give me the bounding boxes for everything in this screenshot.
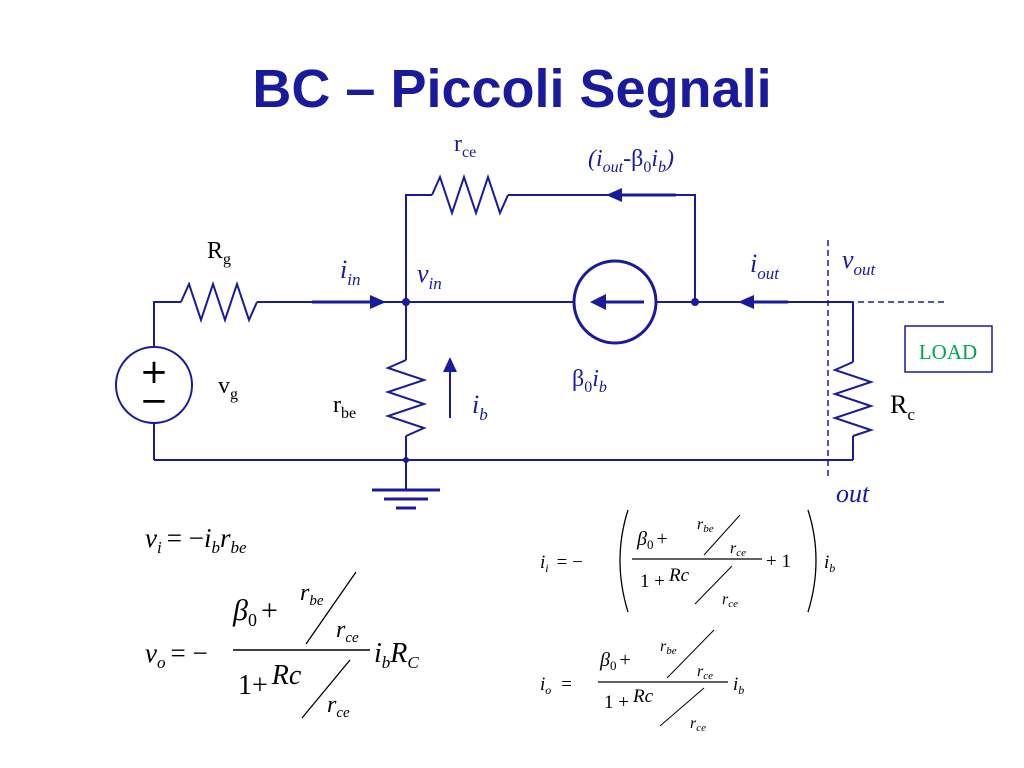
page-title: BC – Piccoli Segnali (252, 59, 772, 119)
svg-text:rbe: rbe (300, 580, 324, 609)
label-iin: iin (340, 255, 360, 289)
svg-text:+: + (140, 352, 169, 392)
label-rc: Rc (890, 390, 915, 424)
voltage-source-icon: + − (115, 346, 193, 424)
resistor-rg (180, 280, 258, 324)
svg-text:ib: ib (824, 552, 835, 575)
arrow-iout-minus-icon (606, 188, 676, 202)
label-vg: vg (218, 373, 238, 403)
svg-text:rce: rce (690, 715, 706, 734)
label-vout: vout (842, 245, 877, 279)
label-ib: ib (472, 390, 488, 424)
svg-text:rbe: rbe (697, 516, 714, 535)
svg-text:1+Rc: 1+Rc (238, 660, 302, 701)
svg-text:rce: rce (697, 663, 713, 682)
svg-text:β0+: β0+ (599, 649, 631, 673)
node-iout (691, 298, 699, 306)
svg-text:ii= −: ii= − (540, 552, 583, 575)
label-out: out (836, 479, 870, 508)
svg-text:+ 1: + 1 (766, 551, 791, 572)
node-ground (403, 457, 409, 463)
arrow-iout-icon (738, 295, 788, 309)
wire-feedback-right (508, 194, 696, 300)
svg-text:rce: rce (722, 591, 738, 610)
resistor-rce (431, 173, 509, 217)
label-iout-minus-beta-ib: (iout-β0ib) (588, 146, 674, 176)
load-box: LOAD (904, 325, 993, 373)
ground-icon (372, 488, 440, 510)
svg-text:β0+: β0+ (636, 528, 668, 552)
svg-text:vi= −ibrbe: vi= −ibrbe (145, 523, 247, 557)
svg-text:io=: io= (540, 674, 572, 697)
svg-text:ib: ib (733, 674, 744, 697)
label-rbe: rbe (333, 392, 356, 422)
wire-feedback-left (405, 194, 432, 305)
svg-text:ibRC: ibRC (374, 638, 419, 672)
label-iout: iout (750, 249, 780, 283)
svg-text:rbe: rbe (660, 638, 677, 657)
label-rce: rce (454, 131, 476, 161)
equation-io: io= β0+ rbe rce 1 +Rc rce ib (540, 629, 744, 734)
svg-text:β0+: β0+ (232, 594, 278, 630)
equation-ii: ii= − β0+ rbe rce + 1 1 +Rc rce ib (540, 509, 835, 613)
resistor-rbe (384, 359, 428, 437)
wire-left-top (153, 301, 181, 355)
node-vin (402, 298, 410, 306)
resistor-rc (831, 361, 875, 437)
svg-text:rce: rce (336, 617, 359, 646)
arrow-iin-icon (312, 295, 386, 309)
equation-vi: vi= −ibrbe (145, 523, 247, 557)
arrow-ib-icon (443, 357, 457, 418)
label-beta-ib: β0ib (572, 366, 607, 396)
svg-text:LOAD: LOAD (919, 340, 977, 364)
svg-text:rce: rce (327, 692, 350, 721)
svg-text:−: − (140, 381, 169, 421)
svg-text:vo= −: vo= − (145, 638, 208, 672)
svg-text:1 +Rc: 1 +Rc (640, 565, 690, 592)
label-rg: Rg (207, 238, 231, 268)
svg-text:1 +Rc: 1 +Rc (604, 686, 654, 713)
label-vin: vin (417, 259, 442, 293)
current-source-icon (572, 259, 658, 345)
equation-vo: vo= − β0+ rbe rce 1+Rc rce ibRC (145, 571, 419, 721)
svg-text:rce: rce (730, 540, 746, 559)
